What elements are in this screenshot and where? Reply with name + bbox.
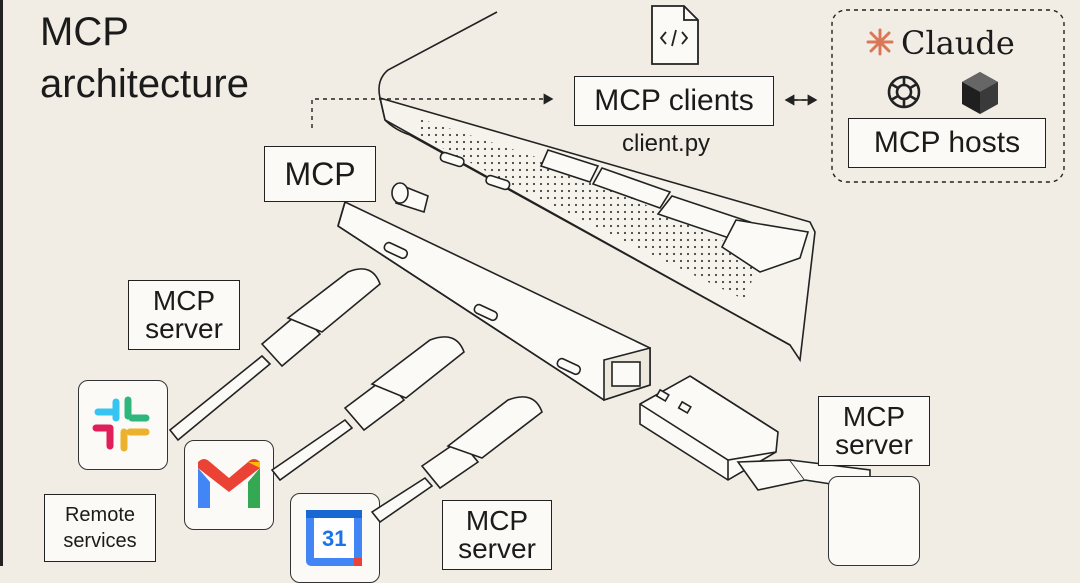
page-title-line2: architecture — [40, 62, 249, 106]
remote-services-line2: services — [63, 530, 137, 552]
mcp-server-bottom-line2: server — [458, 533, 536, 564]
mcp-server-left-line1: MCP — [152, 285, 216, 316]
laptop-lid — [378, 11, 498, 99]
remote-services-label: Remote services — [44, 494, 156, 562]
laptop — [378, 11, 816, 363]
laptop-keys — [539, 149, 810, 273]
code-file-icon — [651, 5, 699, 65]
mcp-server-bottom-line1: MCP — [465, 505, 529, 536]
mcp-hub-label: MCP — [264, 146, 376, 202]
openai-logo-icon — [887, 75, 921, 109]
calendar-day-number: 31 — [322, 526, 347, 551]
google-calendar-icon — [306, 510, 362, 566]
line-art-layer — [92, 5, 1065, 566]
client-file-name: client.py — [622, 130, 711, 157]
speaker-grille — [418, 118, 760, 300]
mcp-server-left-line2: server — [145, 313, 223, 344]
mcp-server-left-label: MCP server — [128, 280, 240, 350]
usb-c-cables — [168, 268, 871, 524]
mcp-hosts-label: MCP hosts — [848, 118, 1046, 168]
frame-edge — [0, 0, 3, 566]
gmail-icon — [198, 459, 260, 508]
mcp-server-right-line1: MCP — [842, 401, 906, 432]
cube-logo-icon — [962, 72, 998, 114]
dashed-connectors — [311, 93, 818, 128]
mcp-hub-dongle — [337, 182, 651, 402]
mcp-clients-label: MCP clients — [574, 76, 774, 126]
mcp-server-bottom-label: MCP server — [442, 500, 552, 570]
mcp-server-right-line2: server — [835, 429, 913, 460]
slack-icon — [92, 396, 150, 452]
page-title-line1: MCP — [40, 10, 129, 54]
mcp-server-right-label: MCP server — [818, 396, 930, 466]
claude-brand-text: Claude — [901, 24, 1015, 62]
claude-logo-icon — [866, 28, 894, 56]
remote-services-line1: Remote — [64, 504, 136, 526]
hosts-group — [831, 9, 1065, 183]
right-server-app-tile — [828, 476, 920, 566]
